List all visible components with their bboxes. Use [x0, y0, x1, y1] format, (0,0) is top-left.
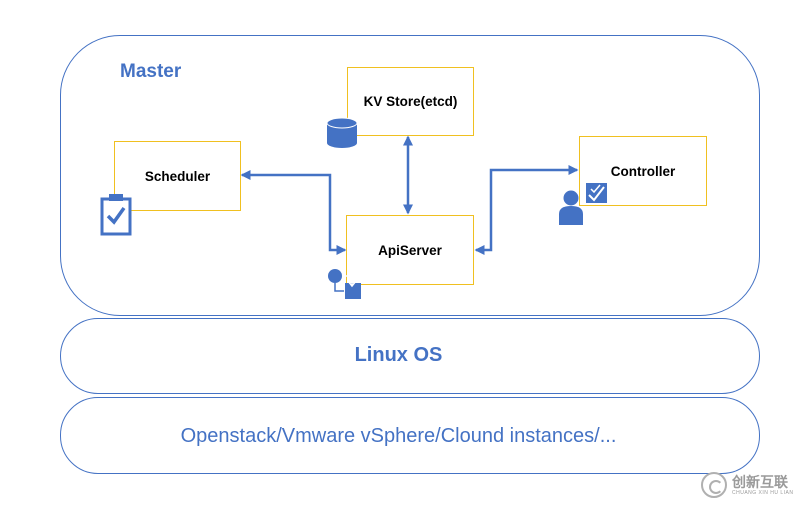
linux-os-title: Linux OS: [354, 344, 443, 366]
database-icon: [326, 117, 358, 148]
infrastructure-layer: [60, 397, 760, 474]
user-checklist-icon: [559, 183, 607, 225]
controller-label: Controller: [610, 163, 676, 179]
watermark-subtitle: CHUANG XIN HU LIAN: [732, 489, 794, 496]
kv-store-label: KV Store(etcd): [363, 94, 458, 109]
master-title: Master: [120, 61, 182, 82]
linux-os-layer: [60, 318, 760, 394]
watermark: 创新互联 CHUANG XIN HU LIAN: [697, 464, 797, 506]
scheduler-box: Scheduler: [114, 141, 241, 211]
watermark-logo-icon: [701, 472, 727, 498]
watermark-name: 创新互联: [732, 473, 788, 490]
infrastructure-title: Openstack/Vmware vSphere/Clound instance…: [180, 425, 617, 447]
apiserver-box: ApiServer: [346, 215, 474, 285]
scheduler-api-connector: [240, 170, 347, 255]
clipboard-check-icon: [100, 194, 132, 236]
controller-api-connector: [474, 165, 579, 255]
apiserver-label: ApiServer: [378, 242, 442, 258]
scheduler-label: Scheduler: [144, 168, 211, 184]
workflow-icon: [328, 269, 361, 299]
